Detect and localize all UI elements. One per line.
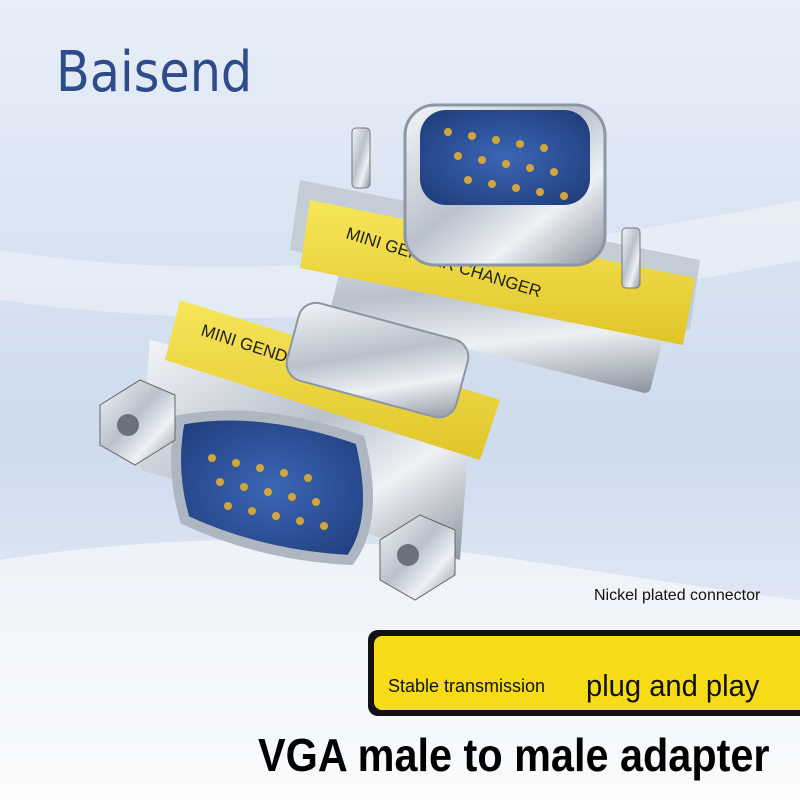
nickel-plated-caption: Nickel plated connector xyxy=(594,587,761,604)
front-pin-block xyxy=(171,410,373,566)
rear-screw-left xyxy=(351,127,371,189)
front-adapter: MINI GENDER CHANGER xyxy=(99,300,500,601)
plug-and-play-text: plug and play xyxy=(586,668,760,703)
feature-banner-fill: Stable transmission plug and play xyxy=(374,636,800,710)
brand-logo: Baisend xyxy=(56,40,253,105)
rear-screw-right xyxy=(621,227,641,289)
rear-pin-block xyxy=(420,110,590,205)
feature-banner: Stable transmission plug and play xyxy=(368,630,800,716)
product-headline: VGA male to male adapter xyxy=(258,729,770,781)
rear-adapter: MINI GENDER CHANGER xyxy=(290,103,700,393)
front-nut-left xyxy=(99,379,176,466)
stable-transmission-text: Stable transmission xyxy=(388,676,546,696)
front-nut-right xyxy=(379,514,456,601)
